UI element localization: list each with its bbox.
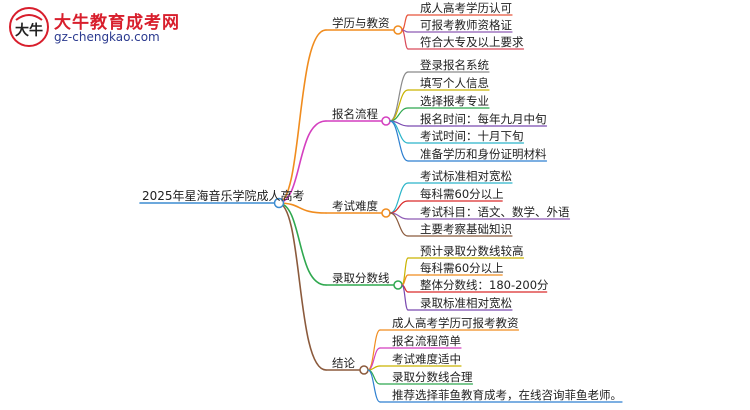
branch-4-child-0-label[interactable]: 成人高考学历可报考教资 [392, 316, 519, 330]
branch-1-child-0-label[interactable]: 登录报名系统 [420, 58, 489, 72]
branch-0-child-2-label[interactable]: 符合大专及以上要求 [420, 35, 524, 49]
branch-1-child-5-label[interactable]: 准备学历和身份证明材料 [420, 147, 547, 161]
branch-2-child-3-label[interactable]: 主要考察基础知识 [420, 222, 512, 236]
branch-3-toggle[interactable] [393, 280, 403, 290]
branch-0-label[interactable]: 学历与教资 [332, 16, 390, 30]
branch-4-child-2-label[interactable]: 考试难度适中 [392, 352, 461, 366]
logo-mark-icon: 大牛 [9, 7, 49, 47]
root-node-toggle[interactable] [273, 197, 285, 209]
branch-4-child-1-label[interactable]: 报名流程简单 [392, 334, 461, 348]
site-logo[interactable]: 大牛 大牛教育成考网 gz-chengkao.com [8, 6, 179, 50]
branch-3-child-1-label[interactable]: 每科需60分以上 [420, 261, 504, 275]
branch-2-child-2-label[interactable]: 考试科目：语文、数学、外语 [420, 205, 570, 219]
branch-1-child-4-label[interactable]: 考试时间：十月下旬 [420, 129, 524, 143]
branch-2-child-1-label[interactable]: 每科需60分以上 [420, 187, 504, 201]
branch-0-child-1-label[interactable]: 可报考教师资格证 [420, 18, 512, 32]
branch-3-child-2-label[interactable]: 整体分数线：180-200分 [420, 278, 549, 292]
logo-url: gz-chengkao.com [54, 30, 160, 44]
branch-0-toggle[interactable] [393, 25, 403, 35]
branch-2-toggle[interactable] [381, 208, 391, 218]
branch-3-child-0-label[interactable]: 预计录取分数线较高 [420, 244, 524, 258]
branch-1-child-2-label[interactable]: 选择报考专业 [420, 94, 489, 108]
root-node-label[interactable]: 2025年星海音乐学院成人高考 [142, 189, 305, 203]
svg-text:大牛: 大牛 [15, 22, 43, 39]
branch-0-child-0-label[interactable]: 成人高考学历认可 [420, 1, 512, 15]
branch-2-child-0-label[interactable]: 考试标准相对宽松 [420, 169, 512, 183]
branch-1-child-1-label[interactable]: 填写个人信息 [420, 76, 489, 90]
branch-3-child-3-label[interactable]: 录取标准相对宽松 [420, 296, 512, 310]
branch-4-child-4-label[interactable]: 推荐选择菲鱼教育成考，在线咨询菲鱼老师。 [392, 388, 622, 402]
branch-4-label[interactable]: 结论 [332, 356, 355, 370]
branch-1-label[interactable]: 报名流程 [332, 107, 378, 121]
branch-4-child-3-label[interactable]: 录取分数线合理 [392, 370, 473, 384]
branch-2-label[interactable]: 考试难度 [332, 199, 378, 213]
branch-3-label[interactable]: 录取分数线 [332, 271, 390, 285]
logo-title: 大牛教育成考网 [54, 13, 180, 33]
branch-1-toggle[interactable] [381, 116, 391, 126]
branch-4-toggle[interactable] [359, 365, 369, 375]
branch-1-child-3-label[interactable]: 报名时间：每年九月中旬 [420, 112, 547, 126]
